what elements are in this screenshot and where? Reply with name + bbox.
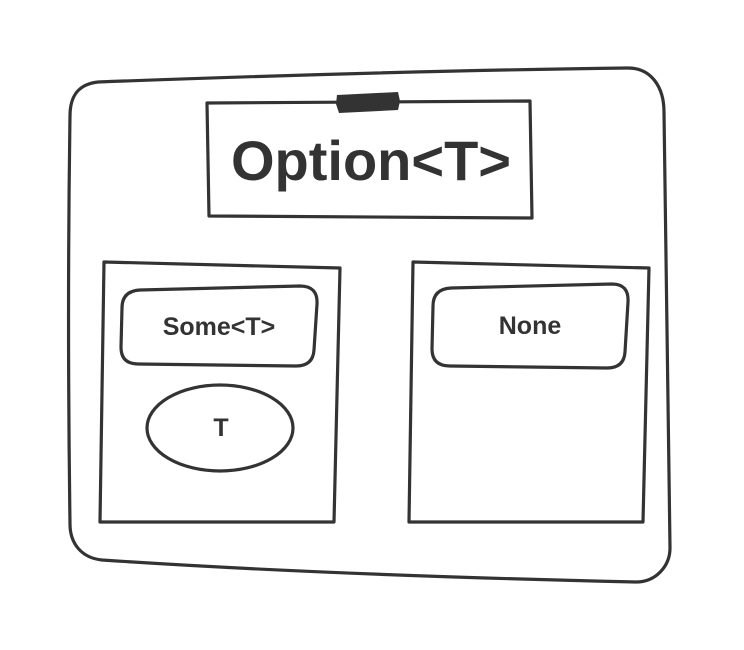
some-variant-panel bbox=[98, 260, 342, 524]
outer-board-frame bbox=[66, 66, 672, 584]
diagram-title: Option<T> bbox=[231, 128, 511, 192]
t-ellipse bbox=[145, 383, 295, 473]
none-variant-panel bbox=[407, 260, 651, 524]
title-box bbox=[205, 99, 534, 220]
some-variant-label: Some<T> bbox=[162, 312, 276, 341]
none-pill bbox=[430, 282, 630, 370]
none-variant-label: None bbox=[498, 311, 562, 340]
some-inner-value-label: T bbox=[213, 413, 229, 442]
some-pill bbox=[119, 284, 319, 368]
